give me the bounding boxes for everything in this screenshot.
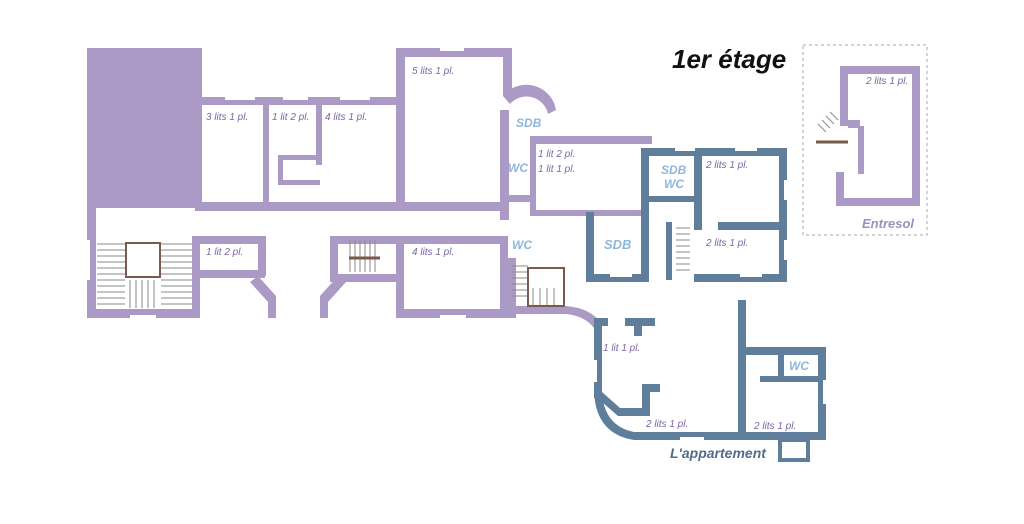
room-label-a3: 1 lit 1 pl.	[603, 343, 640, 354]
main-wing	[87, 48, 652, 328]
apt-low-bottom	[634, 432, 746, 440]
wall-stair1-bottom	[96, 309, 196, 318]
stair-apartment	[676, 227, 690, 271]
room-label-a4: 2 lits 1 pl.	[645, 419, 688, 430]
room-label-r5a: 1 lit 2 pl.	[538, 149, 575, 160]
apt-low-mid-v	[738, 300, 746, 440]
apartment-wing	[586, 148, 826, 462]
stair-lower-right	[512, 265, 565, 307]
wall-r5-top	[530, 136, 652, 144]
wall-tall-left	[396, 48, 405, 208]
utility-wc-corridor: WC	[512, 238, 532, 252]
apt-wall-top	[641, 148, 787, 156]
wall-room-div-2	[316, 105, 322, 165]
stair-middle	[349, 240, 380, 272]
wall-sdb-round	[503, 84, 556, 114]
room-label-r7: 4 lits 1 pl.	[412, 247, 454, 258]
apt-low-diag	[602, 384, 660, 416]
apt-low-box	[778, 438, 810, 462]
apt-low-right-wall	[818, 347, 826, 439]
wall-stair2-top	[330, 236, 396, 244]
floor-title: 1er étage	[672, 44, 786, 74]
entresol-frame	[802, 44, 928, 236]
apt-low-right-top	[746, 347, 826, 355]
wall-tall-right	[503, 48, 512, 96]
wall-corridor-mid	[509, 195, 533, 202]
wall-small-closet-2	[278, 180, 320, 185]
wall-corridor-top	[195, 202, 505, 211]
apt-wall-mid-h	[718, 222, 782, 230]
room-label-r1: 3 lits 1 pl.	[206, 112, 248, 123]
openings	[87, 48, 466, 318]
wall-lower-left-corr	[192, 236, 200, 318]
apt-wall-bottom-right	[694, 274, 787, 282]
room-label-a1: 2 lits 1 pl.	[705, 160, 748, 171]
room-label-r3: 4 lits 1 pl.	[325, 112, 367, 123]
wall-left-outer	[87, 48, 96, 318]
wall-lower-r6-bottom	[195, 270, 265, 278]
utility-wc-left: WC	[508, 161, 528, 175]
apt-wall-bottom-left	[586, 274, 649, 282]
section-entresol: Entresol	[862, 216, 914, 231]
wall-stair2-left	[330, 236, 338, 282]
wall-stair2-bottom	[330, 274, 396, 282]
wall-stair3-bottom	[508, 306, 566, 314]
utility-sdb-big: SDB	[604, 237, 631, 252]
room-label-a2: 2 lits 1 pl.	[705, 238, 748, 249]
apt-wall-mid-v	[694, 156, 702, 230]
room-label-r5b: 1 lit 1 pl.	[538, 164, 575, 175]
wall-lower-band-top-left	[195, 236, 265, 244]
wall-mid-vertical	[500, 110, 509, 220]
apt-sdbwc-bottom	[649, 196, 694, 202]
apt-wall-left	[641, 148, 649, 280]
apt-low-curve	[594, 392, 634, 440]
wall-rooms-top	[202, 97, 402, 105]
utility-wc-right: WC	[789, 359, 809, 373]
room-label-r2: 1 lit 2 pl.	[272, 112, 309, 123]
wall-r7-bottom	[396, 309, 508, 318]
wall-r7-left	[396, 236, 404, 318]
apt-low-wc-wall	[778, 355, 784, 380]
utility-sdb-wc-2: WC	[664, 177, 684, 191]
wall-curve-link	[566, 306, 600, 328]
wall-tall-top	[396, 48, 512, 57]
utility-sdb-wc-1: SDB	[661, 163, 687, 177]
section-apartment: L'appartement	[670, 445, 767, 461]
room-label-r4: 5 lits 1 pl.	[412, 66, 454, 77]
apt-low-wc-bottom	[760, 376, 820, 382]
apt-low-inner-v	[634, 318, 642, 336]
staircases	[97, 111, 848, 308]
apt-low-left	[594, 318, 602, 398]
room-label-a5: 2 lits 1 pl.	[753, 421, 796, 432]
apt-low-right-bottom	[746, 432, 826, 440]
apt-wall-sdb-left	[586, 212, 594, 282]
wall-lower-r6-right	[258, 236, 266, 276]
wall-bay-window	[250, 276, 346, 318]
entresol-inset	[802, 44, 928, 236]
apartment-openings	[594, 148, 826, 440]
stair-entresol	[816, 111, 848, 144]
room-label-r6: 1 lit 2 pl.	[206, 247, 243, 258]
wall-r5-left	[530, 136, 536, 216]
room-label-e1: 2 lits 1 pl.	[865, 76, 908, 87]
wall-room-div-1	[263, 105, 269, 205]
wall-r7-top	[396, 236, 506, 244]
apt-low-top-a	[594, 318, 608, 326]
wall-small-closet-3	[278, 155, 283, 185]
apt-stair-box	[666, 222, 672, 280]
utility-sdb-top: SDB	[516, 116, 542, 130]
wall-small-closet	[278, 155, 320, 160]
stair-left	[97, 242, 192, 308]
wall-r7-right	[500, 236, 508, 318]
apt-wall-right	[779, 148, 787, 282]
solid-block	[87, 48, 202, 208]
wall-stair3-left	[508, 258, 516, 318]
